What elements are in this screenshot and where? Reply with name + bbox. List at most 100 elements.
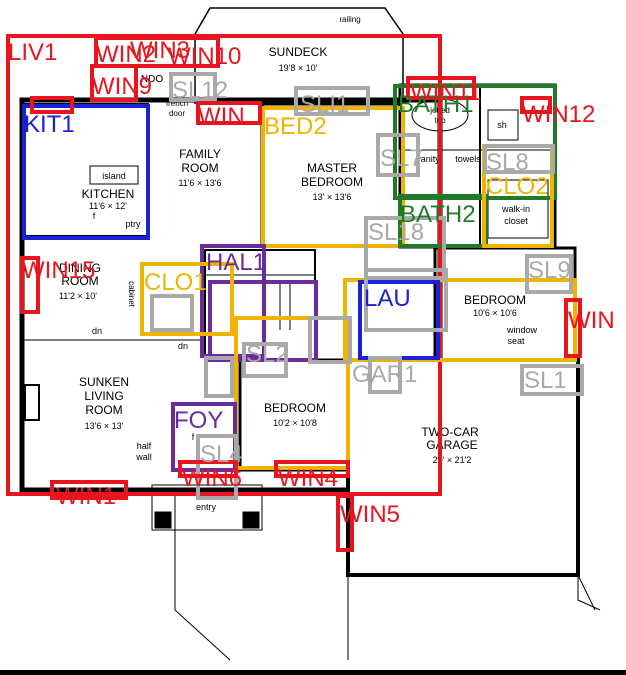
label-WIN1: WIN1 — [56, 483, 116, 510]
entry-text: entry — [196, 502, 217, 512]
box-WIN12 — [520, 96, 552, 114]
box-CLO1 — [140, 262, 234, 336]
label-SL7: SL7 — [380, 145, 423, 172]
box-LIV1 — [6, 34, 442, 496]
garage-name1: TWO-CAR — [421, 425, 479, 439]
half-wall-text1: half — [137, 441, 152, 451]
sundeck-dim: 19'8 × 10' — [279, 63, 318, 73]
kitchen-dim: 11'6 × 12' — [89, 201, 127, 211]
label-LAU1: LAU — [364, 285, 411, 312]
box-SL-hall — [308, 316, 352, 364]
box-WIN15 — [20, 256, 40, 314]
box-WIN11 — [406, 76, 476, 100]
master-dim: 13' × 13'6 — [313, 192, 352, 202]
box-SL9 — [525, 254, 573, 294]
label-SL11: SLI1 — [300, 91, 349, 118]
box-HAL2 — [208, 280, 318, 362]
label-WIN6: WIN6 — [182, 465, 242, 492]
box-WIN6 — [178, 460, 238, 478]
entry-post-left — [154, 511, 172, 529]
label-HAL1: HAL1 — [206, 249, 266, 276]
family-dim: 11'6 × 13'6 — [178, 178, 221, 188]
living-name1: SUNKEN — [79, 375, 129, 389]
label-WIN4: WIN4 — [278, 465, 338, 492]
box-WIN2-3-10 — [94, 36, 220, 68]
box-GAR1-mark — [368, 356, 402, 394]
label-SL2: SL2 — [246, 341, 289, 368]
label-WIN-fam: WIN — [198, 103, 245, 130]
label-WIN9: WIN9 — [92, 73, 152, 100]
living-name3: ROOM — [85, 403, 122, 417]
label-BATH1: BATH1 — [398, 91, 474, 118]
dining-dim: 11'2 × 10' — [59, 291, 97, 301]
french-door-text2: door — [169, 109, 185, 118]
garage-dim: 20' × 21'2 — [433, 455, 472, 465]
master-name1: MASTER — [307, 161, 357, 175]
label-CLO1: CLO1 — [144, 269, 207, 296]
half-wall-text2: wall — [135, 452, 152, 462]
label-FOY1: FOY — [174, 407, 223, 434]
vanity-text: vanity — [416, 154, 440, 164]
label-BATH2: BATH2 — [400, 201, 476, 228]
label-SL12: SL12 — [172, 77, 228, 104]
shower-shape — [487, 109, 519, 141]
label-SL1: SL1 — [524, 367, 567, 394]
box-SL2a — [204, 356, 234, 398]
box-WIN5 — [336, 494, 354, 552]
dining-name2: ROOM — [61, 274, 98, 288]
box-SL7 — [376, 133, 420, 177]
box-BED-S — [234, 316, 350, 470]
sundeck-outline — [194, 7, 404, 104]
railing-text: railing — [339, 15, 360, 24]
annotation-labels: LIV1 WIN2 WIN3 WIN10 WIN9 SL12 WIN SLI1 … — [8, 37, 615, 528]
box-SL11 — [294, 86, 370, 116]
bedroom-s-name: BEDROOM — [264, 401, 326, 415]
towels-text: towels — [455, 154, 481, 164]
sundeck-name: SUNDECK — [269, 45, 328, 59]
french-door-text1: french — [166, 99, 188, 108]
living-dim: 13'6 × 13' — [85, 421, 124, 431]
box-SL8 — [483, 144, 555, 174]
island-shape — [89, 165, 139, 185]
f2-text: f — [192, 432, 195, 442]
entry-post-right — [242, 511, 260, 529]
family-name1: FAMILY — [179, 147, 221, 161]
kitchen-name: KITCHEN — [82, 187, 135, 201]
sh-text: sh — [497, 120, 507, 130]
label-CLO2: CLO2 — [486, 173, 549, 200]
box-SL12 — [169, 72, 217, 102]
label-SL4: SL4 — [200, 441, 243, 468]
label-BED2: BED2 — [264, 113, 327, 140]
box-SL2b — [242, 342, 288, 378]
garage-name2: GARAGE — [426, 438, 477, 452]
f-text: f — [93, 211, 96, 221]
box-SL-mid — [364, 268, 448, 332]
walkin-text1: walk-in — [501, 204, 530, 214]
window-seat-text1: window — [506, 325, 538, 335]
dn-text1: dn — [92, 326, 102, 336]
label-KIT1: KIT1 — [24, 111, 75, 138]
label-LIV1: LIV1 — [8, 39, 57, 66]
label-WIN10: WIN10 — [168, 43, 241, 70]
label-GAR1: GAR1 — [352, 361, 417, 388]
label-WIN15: WIN15 — [22, 257, 95, 284]
living-name2: LIVING — [84, 389, 123, 403]
box-WIN4 — [274, 460, 350, 478]
cabinet-text: cabinet — [127, 281, 136, 308]
box-WIN-E — [564, 298, 582, 358]
window-top-text: NDO — [141, 74, 163, 85]
box-WIN-fam — [196, 101, 262, 125]
label-WIN12: WIN12 — [522, 101, 595, 128]
box-SL18 — [364, 216, 446, 280]
dining-name1: DINING — [59, 261, 101, 275]
box-WIN-kit — [30, 96, 74, 114]
dn-text2: dn — [178, 341, 188, 351]
label-SL18: SL18 — [368, 219, 424, 246]
family-name2: ROOM — [181, 161, 218, 175]
master-name2: BEDROOM — [301, 175, 363, 189]
island-text: island — [102, 171, 126, 181]
box-WIN9 — [90, 64, 138, 102]
ptry-text: ptry — [125, 219, 141, 229]
